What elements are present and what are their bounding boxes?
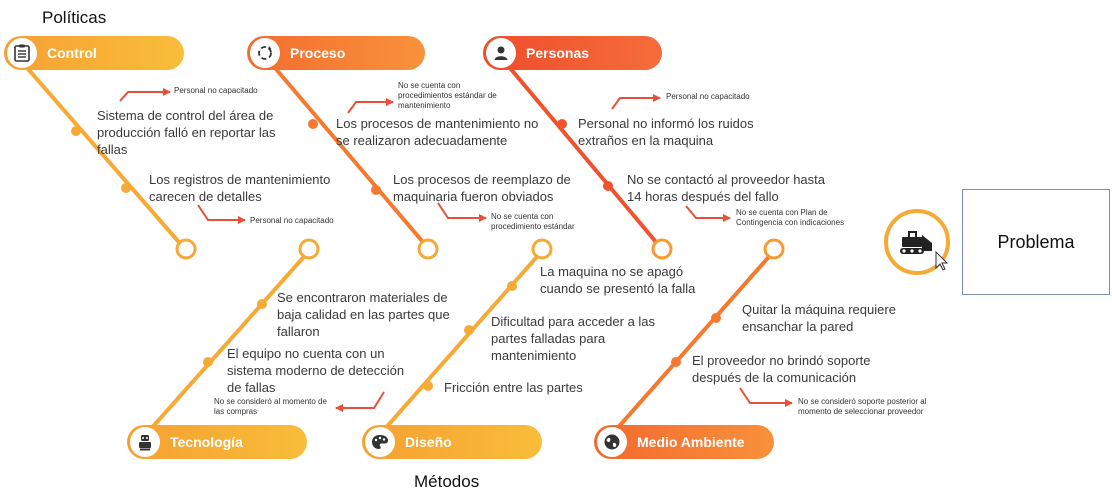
metodos-label: Métodos [414,472,480,491]
politicas-label: Políticas [42,8,107,27]
cause-dot [121,183,131,193]
note-arrow [685,205,731,222]
cause-diseno-1: La maquina no se apagó cuando se present… [540,264,696,296]
cause-personas-1: Personal no informó los ruidos extraños … [578,116,754,148]
note-arrow [739,387,793,407]
category-proceso: Proceso [247,36,425,70]
note-control-2: Personal no capacitado [250,216,334,225]
bone-proceso [268,60,430,250]
cycle-icon [250,38,280,68]
cause-tecnologia-1: Se encontraron materiales de baja calida… [277,290,450,339]
spine-node [417,238,439,260]
bone-tecnologia [139,249,311,442]
spine-node [175,238,197,260]
spine-node [298,238,320,260]
category-label: Control [47,45,97,61]
spine-node [651,238,673,260]
cursor-icon [935,250,949,271]
cause-dot [257,299,267,309]
note-arrow [335,391,385,412]
cause-diseno-2: Dificultad para acceder a las partes fal… [491,314,656,363]
cause-dot [671,357,681,367]
cause-dot [464,325,474,335]
cause-dot [557,119,567,129]
note-arrow [347,98,394,114]
note-arrow [611,94,661,110]
note-arrow [437,202,487,222]
bone-control [20,60,186,250]
category-label: Proceso [290,45,346,61]
category-label: Medio Ambiente [637,434,745,450]
note-personas-2: No se cuenta con Plan de Contingencia co… [736,208,845,227]
palette-icon [365,427,395,457]
spine-node [531,238,553,260]
bulldozer-icon [900,231,932,254]
cause-ambiente-2: El proveedor no brindó soporte después d… [692,353,871,385]
note-arrow [197,204,246,224]
note-arrow [119,88,171,102]
cause-ambiente-1: Quitar la máquina requiere ensanchar la … [742,302,896,334]
cause-proceso-2: Los procesos de reemplazo de maquinaria … [393,172,571,204]
cause-personas-2: No se contactó al proveedor hasta 14 hor… [627,172,826,204]
category-diseno: Diseño [362,425,542,459]
cause-diseno-3: Fricción entre las partes [444,380,583,395]
cause-control-1: Sistema de control del área de producció… [97,108,276,157]
cause-dot [371,185,381,195]
cause-proceso-1: Los procesos de mantenimiento no se real… [336,116,539,148]
spine-node [763,238,785,260]
category-personas: Personas [483,36,662,70]
cause-dot [308,119,318,129]
cause-tecnologia-2: El equipo no cuenta con un sistema moder… [227,346,405,395]
category-tecnologia: Tecnología [127,425,307,459]
cause-dot [507,281,517,291]
bone-ambiente [605,249,776,442]
note-personas-1: Personal no capacitado [666,92,750,101]
note-proceso-2: No se cuenta con procedimiento estándar [491,212,575,231]
cause-control-2: Los registros de mantenimiento carecen d… [149,172,331,204]
bone-personas [503,60,663,250]
cause-dot [711,313,721,323]
cause-dot [203,357,213,367]
category-medio-ambiente: Medio Ambiente [594,425,774,459]
clipboard-icon [7,38,37,68]
problem-box: Problema [962,189,1110,295]
category-label: Personas [526,45,590,61]
globe-icon [597,427,627,457]
cause-dot [71,126,81,136]
cause-dot [423,381,433,391]
robot-icon [130,427,160,457]
person-icon [486,38,516,68]
category-label: Diseño [405,434,452,450]
note-ambiente-2: No se consideró soporte posterior al mom… [798,397,927,416]
category-control: Control [4,36,184,70]
note-proceso-1: No se cuenta con procedimientos estándar… [398,81,497,110]
category-label: Tecnología [170,434,243,450]
problem-label: Problema [997,231,1075,252]
note-tecnologia-2: No se consideró al momento de las compra… [214,397,327,416]
note-control-1: Personal no capacitado [174,86,258,95]
cause-dot [603,181,613,191]
